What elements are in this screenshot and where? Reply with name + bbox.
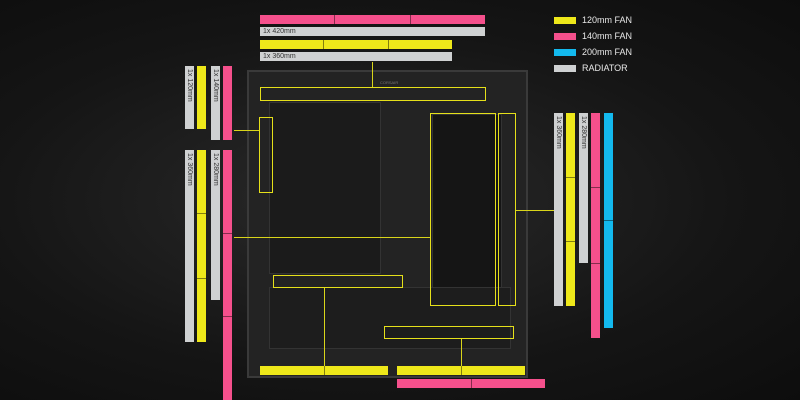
legend-label: 200mm FAN [582, 47, 633, 57]
case-brand-logo: CORSAIR [380, 80, 399, 85]
leader-line [461, 339, 462, 366]
legend-swatch [554, 32, 576, 40]
legend-label: RADIATOR [582, 63, 628, 73]
radiator-label: 1x 360mm [555, 116, 562, 149]
legend-item-120mm-fan: 120mm FAN [554, 13, 632, 27]
top-120mm-fan-bar [260, 40, 452, 49]
leader-line [372, 62, 373, 87]
leader-line [234, 237, 430, 238]
bottom-front-mount-highlight [384, 326, 514, 339]
side-120mm-fan-bar [197, 150, 206, 342]
side-radiator-280-bar: 1x 280mm [211, 150, 220, 300]
leader-line [516, 210, 554, 211]
front-panel [432, 114, 502, 306]
front-200mm-fan-bar [604, 113, 613, 328]
radiator-label: 1x 120mm [186, 69, 193, 102]
top-mount-highlight [260, 87, 486, 101]
bottom-front-140mm-fan-bar [397, 379, 545, 388]
legend-item-140mm-fan: 140mm FAN [554, 29, 632, 43]
top-140mm-fan-bar [260, 15, 485, 24]
bottom-mount-highlight [273, 275, 403, 288]
radiator-label: 1x 360mm [186, 153, 193, 186]
front-140mm-fan-bar [591, 113, 600, 338]
rear-140mm-fan-bar [223, 66, 232, 140]
side-140mm-fan-bar [223, 150, 232, 400]
front-radiator-280-bar: 1x 280mm [579, 113, 588, 263]
legend-swatch [554, 48, 576, 56]
rear-radiator-120-bar: 1x 120mm [185, 66, 194, 129]
rear-120mm-fan-bar [197, 66, 206, 129]
radiator-label: 1x 140mm [212, 69, 219, 102]
front-120mm-fan-bar [566, 113, 575, 306]
leader-line [234, 130, 259, 131]
rear-radiator-140-bar: 1x 140mm [211, 66, 220, 140]
legend-label: 140mm FAN [582, 31, 633, 41]
rear-mount-highlight [259, 117, 273, 193]
radiator-label: 1x 280mm [580, 116, 587, 149]
legend-label: 120mm FAN [582, 15, 633, 25]
leader-line [324, 288, 325, 366]
side-radiator-360-bar: 1x 360mm [185, 150, 194, 342]
radiator-label: 1x 360mm [263, 53, 296, 60]
radiator-label: 1x 420mm [263, 28, 296, 35]
legend: 120mm FAN 140mm FAN 200mm FAN RADIATOR [554, 13, 632, 77]
legend-swatch [554, 16, 576, 24]
pc-case: CORSAIR [247, 70, 528, 378]
legend-item-200mm-fan: 200mm FAN [554, 45, 632, 59]
top-radiator-420-bar: 1x 420mm [260, 27, 485, 36]
bottom-front-120mm-fan-bar [397, 366, 525, 375]
radiator-label: 1x 280mm [212, 153, 219, 186]
top-radiator-360-bar: 1x 360mm [260, 52, 452, 61]
legend-item-radiator: RADIATOR [554, 61, 632, 75]
bottom-120mm-fan-bar [260, 366, 388, 375]
legend-swatch [554, 64, 576, 72]
front-mount-highlight [430, 113, 496, 306]
side-mount-highlight [498, 113, 516, 306]
motherboard-tray [269, 102, 381, 274]
front-radiator-360-bar: 1x 360mm [554, 113, 563, 306]
